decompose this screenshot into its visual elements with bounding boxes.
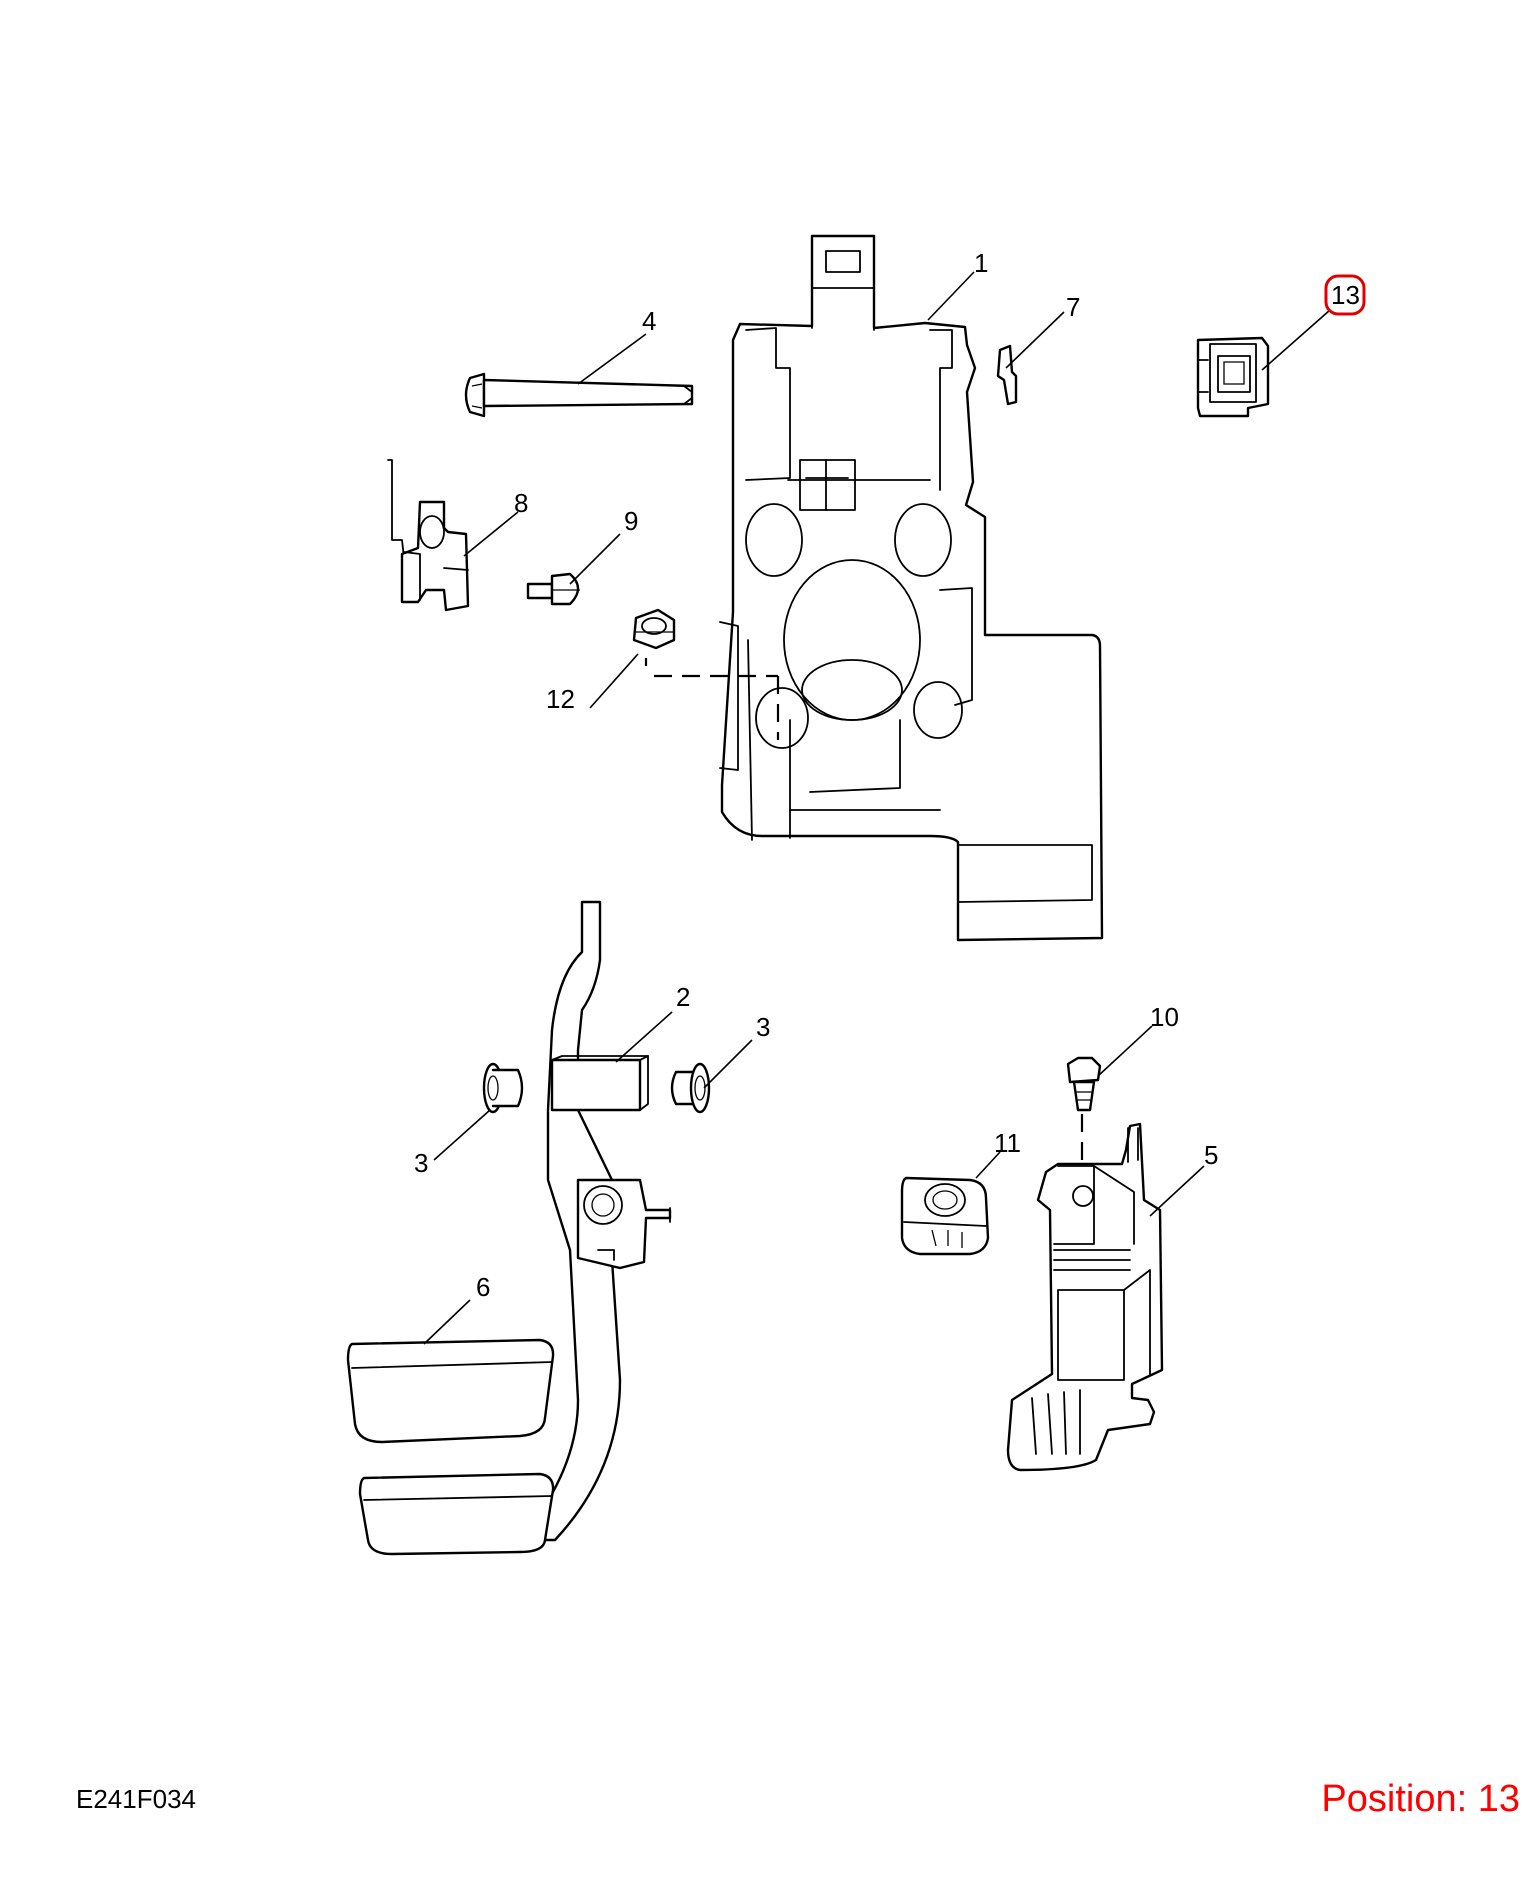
part-4-pivot-bolt[interactable] xyxy=(464,372,694,418)
part-13-connector[interactable] xyxy=(1196,336,1270,418)
callout-5[interactable]: 5 xyxy=(1204,1140,1218,1170)
callout-3-right[interactable]: 3 xyxy=(756,1012,770,1042)
selected-callout-highlight xyxy=(1324,274,1366,316)
diagram-code-label: E241F034 xyxy=(76,1784,196,1814)
part-9-bolt[interactable] xyxy=(526,572,580,606)
part-3-bushing-right[interactable] xyxy=(670,1062,711,1114)
callout-6[interactable]: 6 xyxy=(476,1272,490,1302)
part-7-clip[interactable] xyxy=(996,344,1018,406)
part-5-accelerator-pedal[interactable] xyxy=(1006,1122,1164,1472)
part-11-sensor[interactable] xyxy=(900,1176,990,1256)
callout-11[interactable]: 11 xyxy=(994,1128,1021,1158)
callout-7[interactable]: 7 xyxy=(1066,292,1080,322)
part-12-nut[interactable] xyxy=(632,608,676,650)
callout-2[interactable]: 2 xyxy=(676,982,690,1012)
part-8-switch[interactable] xyxy=(387,459,470,612)
callout-12[interactable]: 12 xyxy=(546,684,575,714)
leader-lines xyxy=(423,271,1331,1345)
callout-1[interactable]: 1 xyxy=(974,248,988,278)
callout-labels: 1 2 3 3 4 5 6 7 8 9 10 11 12 13 xyxy=(414,248,1360,1302)
part-2-brake-pedal-arm[interactable] xyxy=(518,900,672,1542)
callout-3-left[interactable]: 3 xyxy=(414,1148,428,1178)
assembly-lines xyxy=(644,658,1084,1160)
part-1-pedal-bracket[interactable] xyxy=(719,234,1104,942)
callout-10[interactable]: 10 xyxy=(1150,1002,1179,1032)
position-label: Position: 13 xyxy=(1321,1778,1520,1820)
callout-13[interactable]: 13 xyxy=(1331,280,1360,310)
part-10-bolt[interactable] xyxy=(1066,1056,1102,1112)
callout-4[interactable]: 4 xyxy=(642,306,656,336)
callout-9[interactable]: 9 xyxy=(624,506,638,536)
callout-8[interactable]: 8 xyxy=(514,488,528,518)
part-3-bushing-left[interactable] xyxy=(482,1062,524,1114)
part-6-pedal-pads[interactable] xyxy=(346,1338,555,1556)
